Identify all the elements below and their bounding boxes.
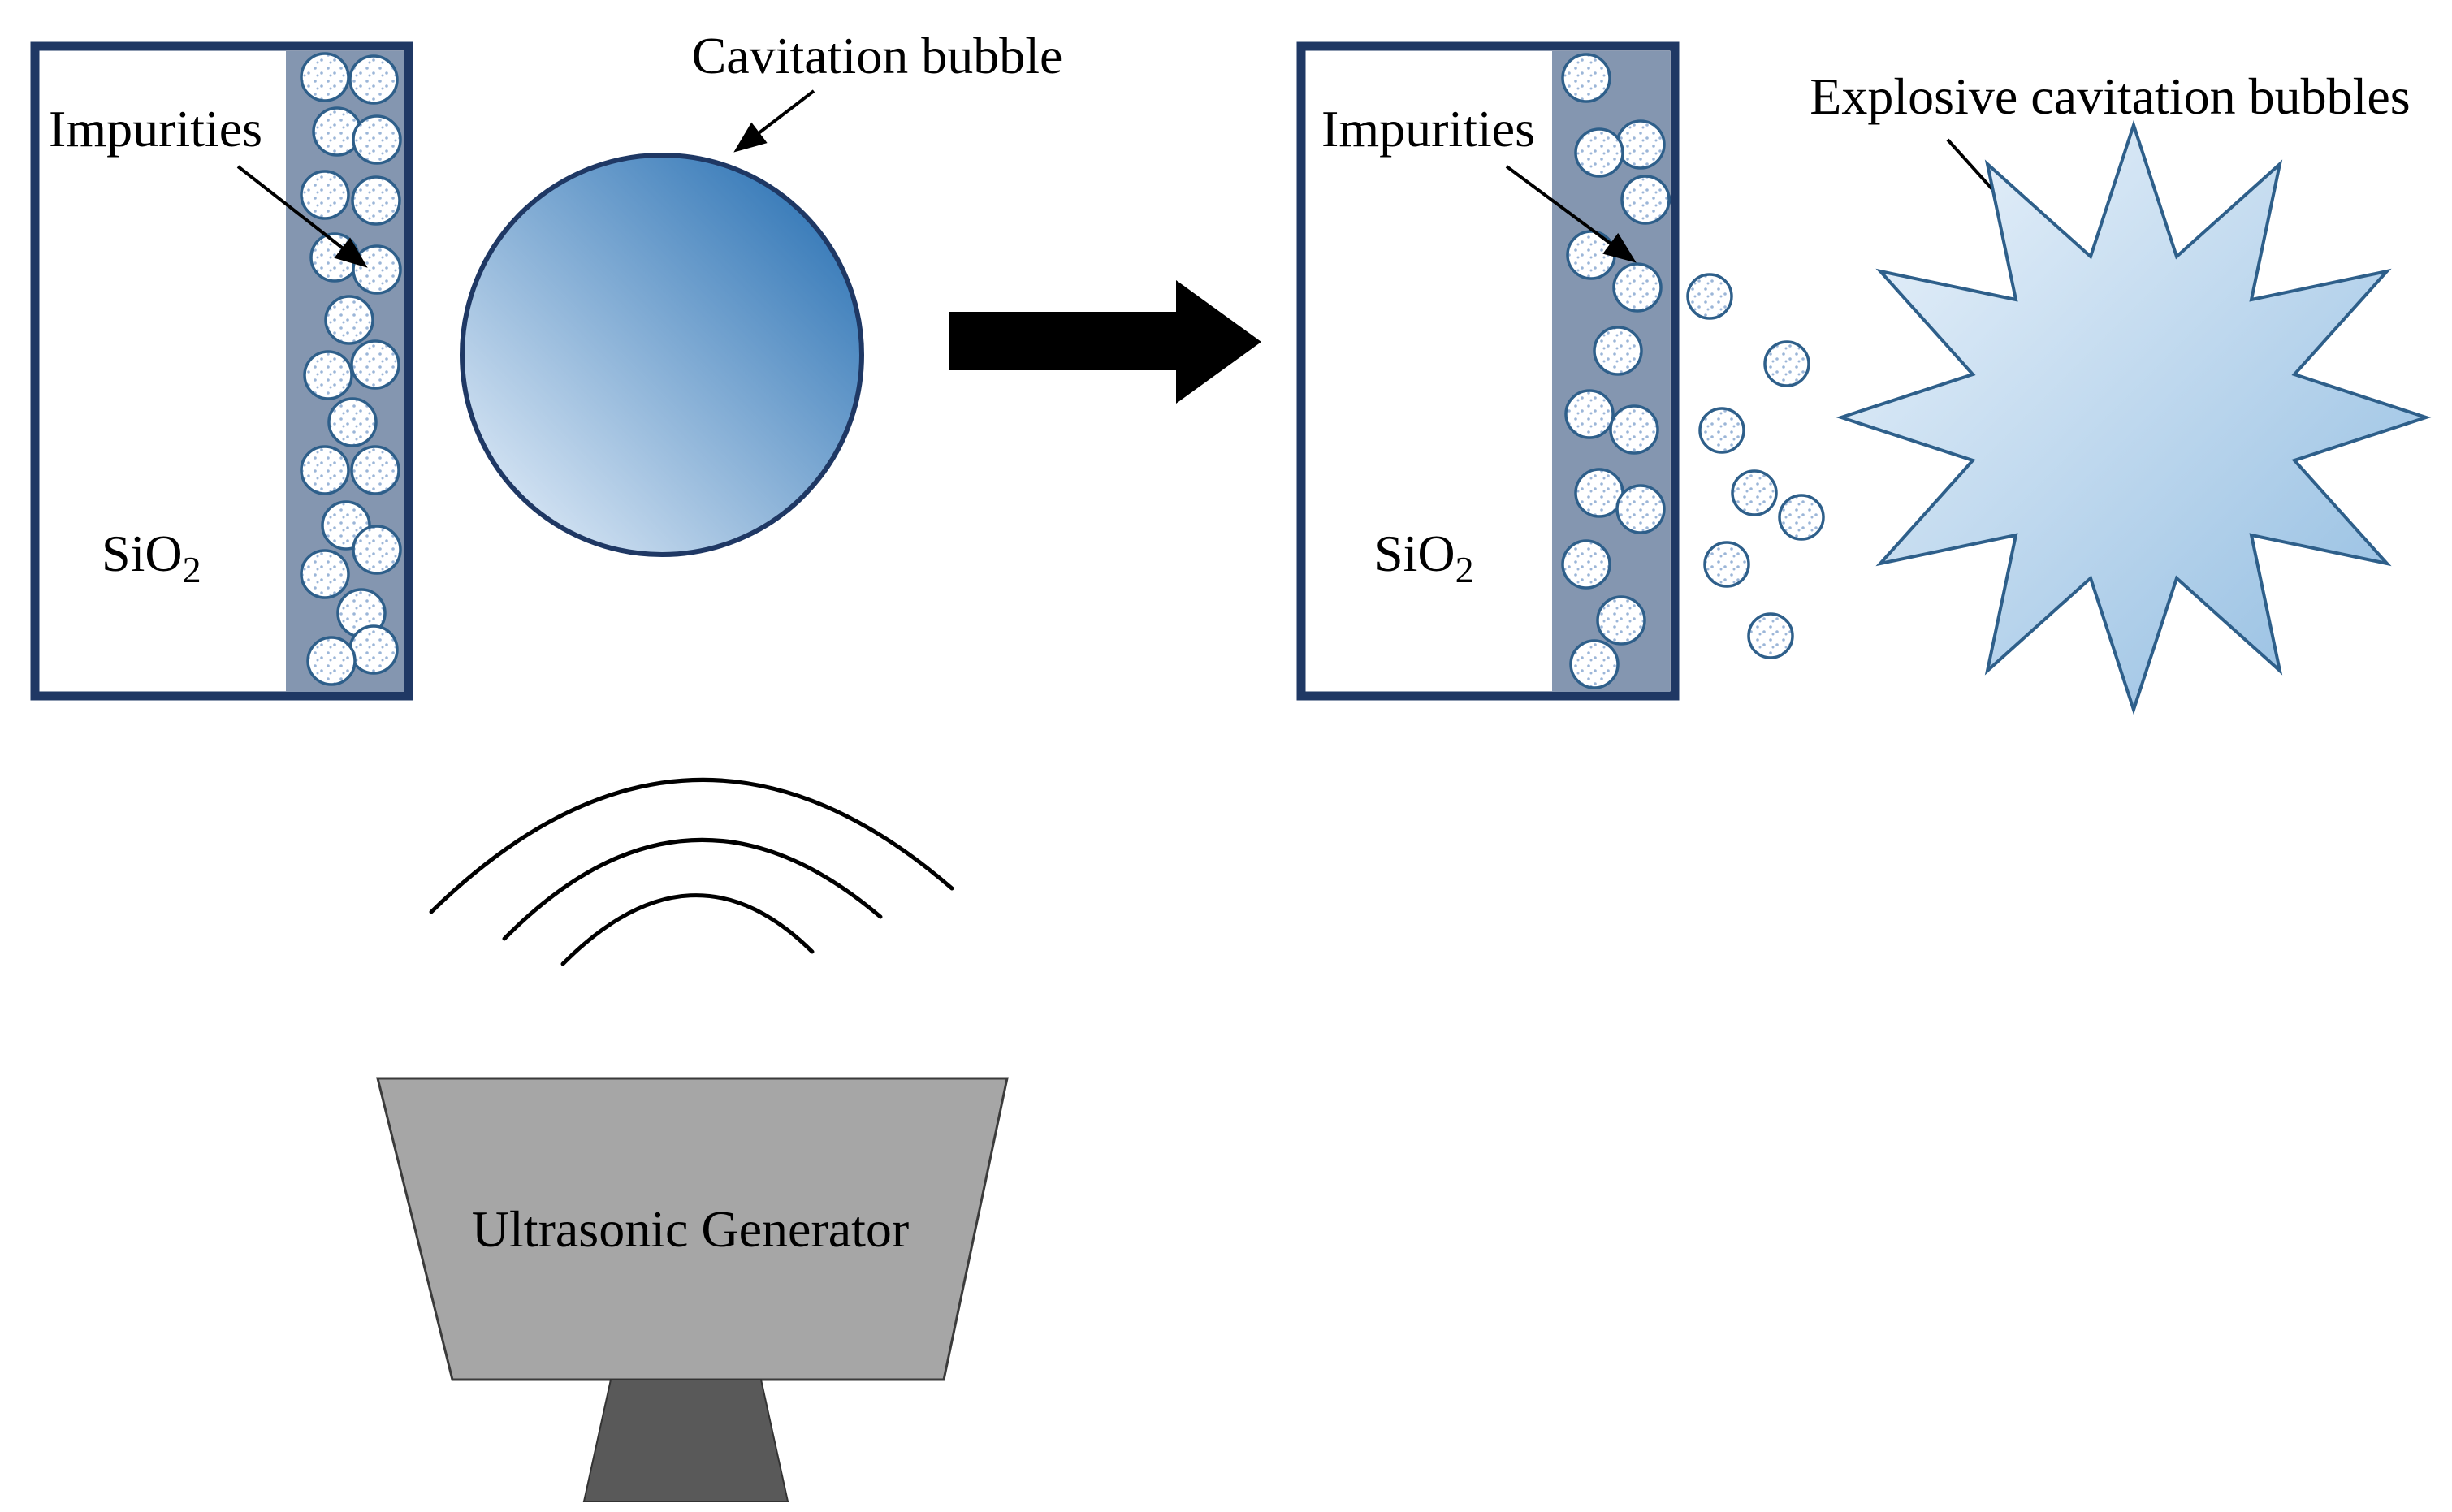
impurity-particle bbox=[1763, 340, 1810, 387]
impurity-particle bbox=[1620, 175, 1671, 225]
sound-wave-middle bbox=[502, 837, 883, 941]
impurity-particle bbox=[1564, 389, 1615, 439]
impurities-arrow-left bbox=[236, 165, 368, 268]
impurity-particle bbox=[303, 350, 353, 400]
impurity-particle bbox=[1561, 539, 1611, 590]
impurity-particle bbox=[1778, 494, 1825, 541]
impurity-particle bbox=[350, 339, 400, 390]
cavitation-bubble-arrow bbox=[733, 89, 815, 153]
impurity-particle bbox=[306, 636, 357, 686]
impurity-particle bbox=[327, 397, 378, 447]
explosive-starburst bbox=[1836, 119, 2432, 715]
impurities-label-right: Impurities bbox=[1321, 100, 1535, 158]
left-panel: Impurities SiO2 bbox=[30, 41, 413, 701]
transition-arrow bbox=[949, 280, 1261, 404]
cavitation-section: Cavitation bubble bbox=[460, 27, 1063, 557]
impurity-particle bbox=[1698, 407, 1745, 454]
right-impurity-group bbox=[1561, 53, 1671, 689]
impurity-particle bbox=[1612, 262, 1663, 313]
impurity-particle bbox=[324, 295, 374, 345]
cavitation-bubble-label: Cavitation bubble bbox=[692, 27, 1063, 84]
impurity-particle bbox=[350, 445, 400, 495]
generator-section: Ultrasonic Generator bbox=[376, 777, 1009, 1502]
impurity-particle bbox=[352, 114, 402, 165]
impurity-particle bbox=[1566, 230, 1616, 280]
impurity-particle bbox=[1615, 119, 1666, 170]
generator-stand bbox=[582, 1379, 789, 1502]
right-panel: Impurities SiO2 bbox=[1296, 41, 1825, 701]
impurity-particle bbox=[1731, 469, 1778, 516]
explosive-section: Explosive cavitation bubbles bbox=[1810, 67, 2432, 715]
impurity-particle bbox=[1593, 326, 1643, 376]
impurity-particle bbox=[1596, 595, 1646, 646]
impurity-particle bbox=[1574, 127, 1624, 178]
explosive-bubbles-label: Explosive cavitation bubbles bbox=[1810, 67, 2410, 125]
impurity-particle bbox=[1686, 273, 1733, 320]
impurities-arrow-right bbox=[1505, 165, 1637, 263]
sio2-label-right: SiO2 bbox=[1374, 525, 1474, 590]
sound-wave-outer bbox=[429, 777, 954, 914]
impurity-particle bbox=[300, 445, 350, 495]
impurity-particle bbox=[300, 52, 350, 102]
sio2-label-left: SiO2 bbox=[102, 525, 201, 590]
cavitation-bubble bbox=[460, 153, 864, 557]
impurity-particle bbox=[348, 54, 399, 105]
impurity-particle bbox=[351, 175, 401, 226]
impurity-particle bbox=[1703, 541, 1750, 588]
left-impurity-group bbox=[300, 52, 402, 686]
escaping-impurity-group bbox=[1686, 273, 1825, 659]
impurity-particle bbox=[300, 549, 350, 599]
sound-wave-inner bbox=[560, 893, 815, 966]
impurity-particle bbox=[352, 244, 402, 295]
impurity-particle bbox=[1561, 53, 1611, 103]
impurity-particle bbox=[1609, 404, 1659, 455]
impurities-label-left: Impurities bbox=[49, 100, 262, 158]
impurity-particle bbox=[352, 525, 402, 575]
ultrasonic-generator-label: Ultrasonic Generator bbox=[472, 1200, 909, 1258]
generator-body bbox=[376, 1077, 1009, 1381]
impurity-particle bbox=[300, 170, 350, 220]
impurity-particle bbox=[1615, 484, 1666, 534]
impurity-particle bbox=[1747, 612, 1794, 659]
impurity-particle bbox=[348, 624, 399, 675]
impurity-particle bbox=[1569, 639, 1620, 689]
